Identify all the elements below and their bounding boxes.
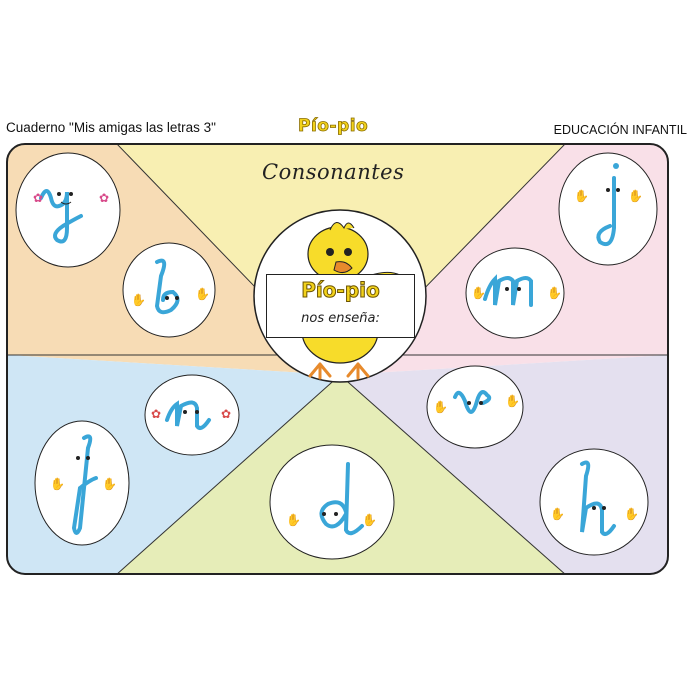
letter-d-card: ✋ ✋ d <box>269 444 395 560</box>
svg-text:✋: ✋ <box>628 189 643 203</box>
svg-text:✿: ✿ <box>99 191 109 205</box>
svg-text:✋: ✋ <box>547 286 562 300</box>
svg-text:✋: ✋ <box>102 477 117 491</box>
svg-text:✿: ✿ <box>151 407 161 421</box>
center-brand-text: Pío-pio <box>301 278 380 303</box>
letter-h-card: ✋ ✋ h <box>539 448 649 556</box>
svg-text:✋: ✋ <box>286 513 301 527</box>
letter-y-card: ✿ ✿ y <box>15 152 121 268</box>
header-title-left: Cuaderno "Mis amigas las letras 3" <box>6 120 216 135</box>
svg-text:✿: ✿ <box>33 191 43 205</box>
letter-j-card: ✋ ✋ j <box>558 152 658 266</box>
svg-text:✋: ✋ <box>131 293 146 307</box>
letter-v-card: ✋ ✋ v <box>426 365 524 449</box>
center-label: Pío-pio nos enseña: <box>266 274 415 338</box>
header-brand: Pío-pio <box>298 116 369 137</box>
svg-text:✋: ✋ <box>574 189 589 203</box>
header-title-right: EDUCACIÓN INFANTIL <box>553 123 687 137</box>
svg-text:✋: ✋ <box>471 286 486 300</box>
letter-b-card: ✋ ✋ b <box>122 242 216 338</box>
letter-f-card: ✋ ✋ f <box>34 420 130 546</box>
letter-n-card: ✿ ✿ n <box>144 374 240 456</box>
svg-text:✋: ✋ <box>433 400 448 414</box>
svg-text:✋: ✋ <box>50 477 65 491</box>
svg-text:✋: ✋ <box>624 507 639 521</box>
letter-m-card: ✋ ✋ m <box>465 247 565 339</box>
svg-text:✿: ✿ <box>221 407 231 421</box>
svg-text:✋: ✋ <box>195 287 210 301</box>
svg-text:✋: ✋ <box>505 394 520 408</box>
svg-text:✋: ✋ <box>550 507 565 521</box>
svg-text:✋: ✋ <box>362 513 377 527</box>
page-title: Consonantes <box>262 160 405 184</box>
center-subtitle: nos enseña: <box>301 311 380 326</box>
